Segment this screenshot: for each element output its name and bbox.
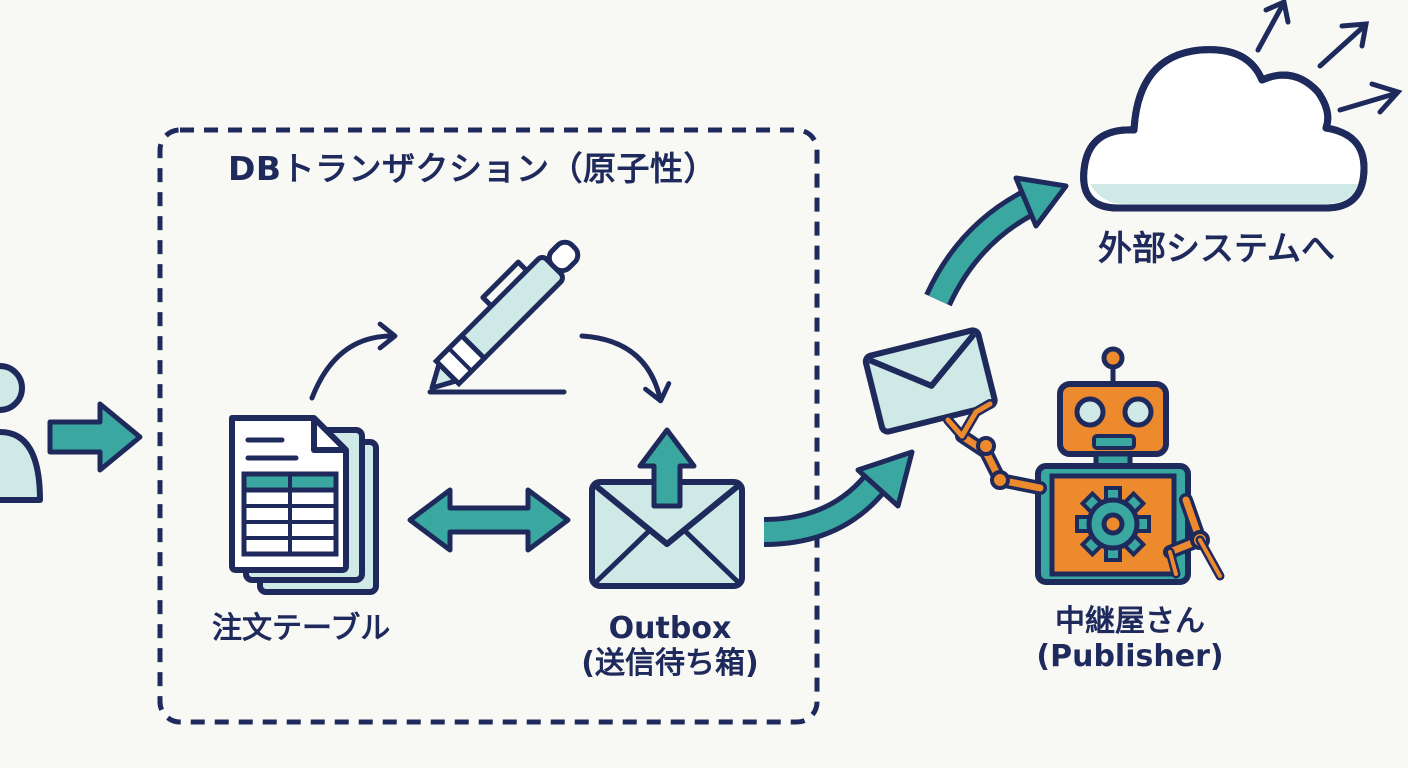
double-arrow-table-outbox	[407, 487, 571, 553]
robot-icon	[943, 346, 1225, 585]
arrow-table-to-pen	[309, 321, 398, 401]
outbox-envelope-icon	[589, 427, 745, 589]
cloud-icon	[1080, 46, 1368, 212]
cloud-outgoing-arrows	[1255, 0, 1403, 115]
transaction-boundary	[157, 127, 820, 725]
arrow-outbox-to-publisher	[763, 449, 915, 547]
publisher-label-line2: (Publisher)	[1036, 638, 1224, 674]
envelope-icon	[862, 327, 998, 435]
arrow-pen-to-outbox	[579, 333, 672, 404]
arrow-publisher-to-cloud	[924, 175, 1069, 307]
order-table-label: 注文テーブル	[212, 611, 391, 646]
outbox-label-line1: Outbox	[608, 611, 732, 646]
transaction-title: DBトランザクション（原子性）	[228, 149, 718, 188]
user-icon	[0, 363, 43, 503]
document-stack-icon	[229, 415, 379, 595]
pen-icon	[429, 239, 581, 391]
external-system-label: 外部システムへ	[1098, 229, 1335, 269]
arrow-user-to-transaction	[47, 401, 143, 473]
outbox-label-line2: (送信待ち箱)	[581, 645, 759, 681]
publisher-label-line1: 中継屋さん	[1055, 604, 1205, 639]
publisher-label: 中継屋さん (Publisher)	[1010, 604, 1250, 674]
gear-icon	[1075, 486, 1151, 562]
outbox-label: Outbox (送信待ち箱)	[560, 611, 780, 681]
